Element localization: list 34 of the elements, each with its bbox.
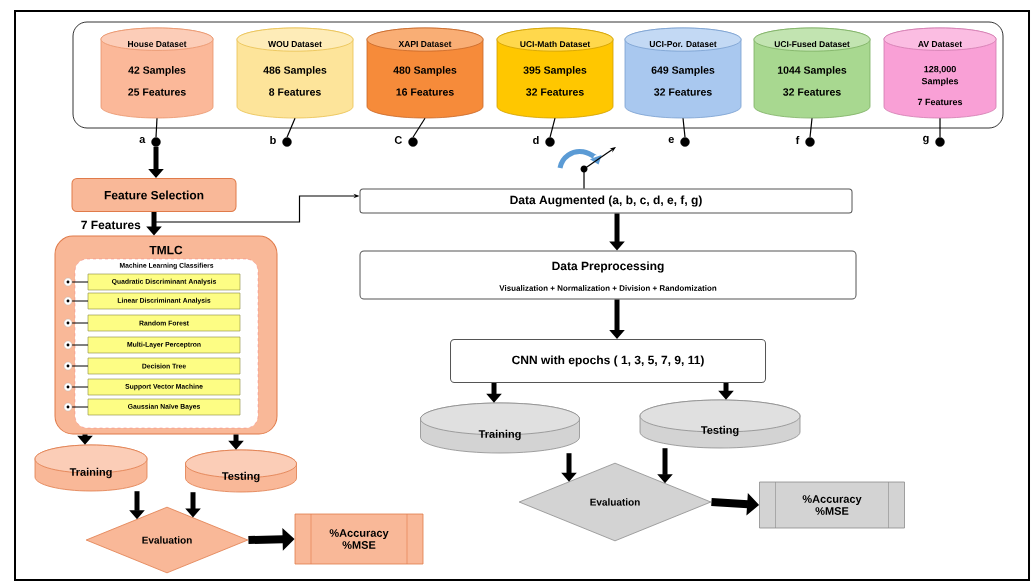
connector-line	[155, 117, 158, 138]
pin-letter: b	[270, 135, 276, 145]
process-box: CNN with epochs ( 1, 3, 5, 7, 9, 11)	[450, 339, 766, 383]
result-box: %Accuracy %MSE	[294, 513, 424, 565]
edge-label: 7 Features	[79, 219, 142, 231]
pin-letter: C	[394, 136, 402, 144]
dataset-cylinder: House Dataset 42 Samples 25 Features	[100, 27, 214, 119]
dataset-cylinder: UCI-Por. Dataset 649 Samples 32 Features	[624, 27, 742, 119]
pin-letter: e	[668, 137, 674, 143]
pin-letter: a	[139, 137, 146, 143]
data-cylinder: Training	[420, 402, 580, 454]
dataset-cylinder: UCI-Fused Dataset 1044 Samples 32 Features	[753, 27, 871, 119]
process-box: Data Augmented (a, b, c, d, e, f, g)	[359, 188, 853, 214]
data-cylinder: Training	[34, 444, 148, 492]
pin-letter: f	[795, 136, 800, 144]
pin-letter: d	[533, 135, 539, 145]
pin-letter: g	[923, 135, 929, 145]
connector-line	[286, 117, 296, 138]
connector-line	[412, 117, 426, 138]
connector-line	[682, 117, 686, 138]
process-box: Data Preprocessing Visualization + Normalization + Division + Randomization	[359, 250, 857, 300]
dataset-cylinder: UCI-Math Dataset 395 Samples 32 Features	[496, 27, 614, 119]
dataset-cylinder: AV Dataset 128,000 Samples 7 Features	[883, 27, 997, 119]
data-cylinder: Testing	[639, 399, 801, 449]
dataset-cylinder: WOU Dataset 486 Samples 8 Features	[236, 27, 354, 119]
switch-drawing	[557, 147, 616, 173]
connector-line	[583, 169, 585, 190]
connector-line	[939, 117, 941, 138]
connector-line	[549, 117, 556, 138]
process-box: Feature Selection	[71, 178, 237, 212]
connector-line	[809, 117, 813, 138]
result-box: %Accuracy %MSE	[759, 481, 905, 529]
data-cylinder: Testing	[185, 449, 297, 493]
dataset-cylinder: XAPI Dataset 480 Samples 16 Features	[366, 27, 484, 119]
